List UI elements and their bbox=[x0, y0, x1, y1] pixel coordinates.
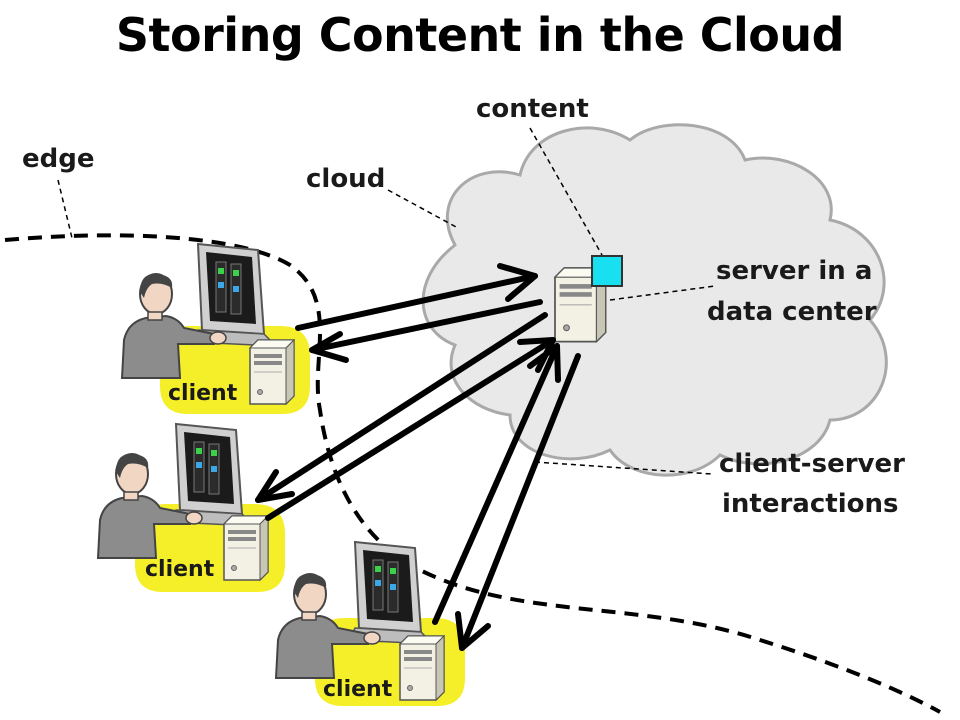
arrow-server-to-client3 bbox=[455, 353, 581, 651]
slide-title: Storing Content in the Cloud bbox=[115, 8, 845, 62]
client-1-monitor bbox=[191, 243, 277, 347]
edge-label: edge bbox=[22, 144, 95, 174]
server-label-line2: data center bbox=[707, 297, 877, 327]
edge-leader-line bbox=[57, 179, 73, 239]
cloud-leader-line bbox=[387, 189, 459, 229]
arrow-client2-to-server bbox=[265, 337, 556, 521]
client-2-monitor bbox=[169, 423, 255, 527]
data-center-server bbox=[554, 255, 623, 343]
arrow-server-to-client2 bbox=[255, 312, 548, 503]
arrow-client1-to-server bbox=[295, 263, 538, 331]
arrow-server-to-client1 bbox=[309, 299, 543, 363]
client-3-label: client bbox=[323, 677, 393, 702]
server-label-line1: server in a bbox=[716, 256, 873, 286]
interactions-label-line2: interactions bbox=[722, 489, 899, 519]
client-2-server-icon bbox=[223, 515, 269, 581]
content-box-icon bbox=[591, 255, 623, 287]
arrow-client3-to-server bbox=[432, 343, 561, 625]
client-3-monitor bbox=[348, 541, 434, 645]
content-leader-line bbox=[529, 127, 603, 256]
interactions-leader-line bbox=[534, 461, 713, 475]
client-1-server-icon bbox=[249, 339, 295, 405]
content-label: content bbox=[476, 94, 589, 124]
client-2-label: client bbox=[145, 557, 215, 582]
cloud-label: cloud bbox=[306, 164, 386, 194]
client-server-arrows bbox=[255, 263, 581, 651]
interactions-label-line1: client-server bbox=[719, 449, 905, 479]
client-3-server-icon bbox=[399, 635, 445, 701]
client-1-label: client bbox=[168, 381, 238, 406]
